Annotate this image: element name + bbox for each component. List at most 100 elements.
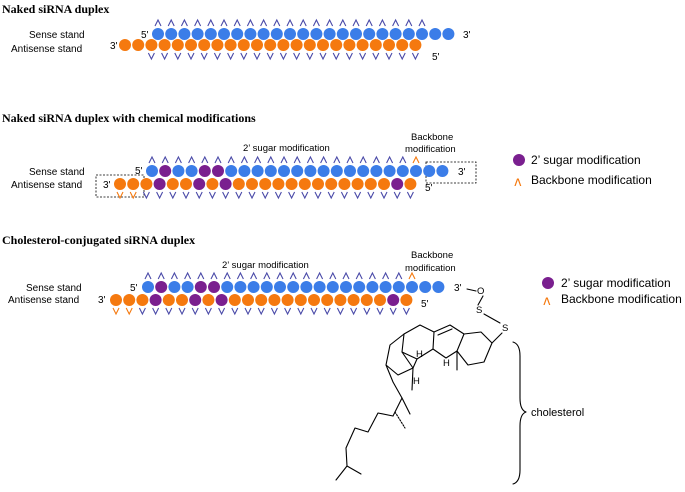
sense-nucleotide xyxy=(436,165,449,177)
panel-title: Naked siRNA duplex with chemical modific… xyxy=(2,111,256,125)
sense-nucleotide xyxy=(159,165,172,177)
antisense-backbone-mark xyxy=(138,307,146,316)
sense-nucleotide xyxy=(204,28,217,40)
cholesterol-label: cholesterol xyxy=(531,407,584,419)
cholesterol-structure: H H H xyxy=(335,324,493,481)
antisense-backbone-mark xyxy=(323,307,331,316)
sense-nucleotide xyxy=(423,165,436,177)
antisense-backbone-mark xyxy=(218,307,226,316)
linker-sulfur-2: S xyxy=(502,323,508,334)
antisense-backbone-mark xyxy=(270,307,278,316)
antisense-nucleotide xyxy=(202,294,215,306)
backbone-annotation-line1: Backbone xyxy=(411,132,453,143)
antisense-backbone-mark xyxy=(165,307,173,316)
antisense-nucleotide xyxy=(145,39,158,51)
antisense-nucleotide xyxy=(383,39,395,51)
antisense-nucleotide xyxy=(259,178,272,190)
sense-backbone-mark xyxy=(263,271,271,280)
antisense-backbone-mark xyxy=(142,191,150,200)
sense-nucleotide xyxy=(238,165,251,177)
antisense-backbone-mark xyxy=(350,307,358,316)
linker-sulfur-1: S xyxy=(476,305,482,316)
antisense-nucleotide xyxy=(317,39,329,51)
antisense-nucleotide xyxy=(153,178,166,190)
antisense-backbone-mark xyxy=(389,307,397,316)
sense-backbone-mark xyxy=(148,155,156,164)
antisense-backbone-mark xyxy=(336,307,344,316)
antisense-strand-label: Antisense stand xyxy=(8,295,79,306)
antisense-backbone-mark xyxy=(182,191,190,200)
antisense-nucleotide xyxy=(374,294,386,306)
antisense-nucleotide xyxy=(189,294,202,306)
sense-backbone-mark xyxy=(214,155,222,164)
sense-nucleotide xyxy=(172,165,185,177)
antisense-nucleotide xyxy=(224,39,237,51)
sense-nucleotide xyxy=(410,165,422,177)
sense-nucleotide xyxy=(300,281,313,293)
sense-nucleotide xyxy=(336,28,349,40)
legend-panel-2: 2’ sugar modification ʌ Backbone modific… xyxy=(513,153,652,190)
antisense-nucleotide xyxy=(272,178,285,190)
sense-backbone-mark xyxy=(293,155,301,164)
antisense-nucleotide xyxy=(351,178,364,190)
sense-backbone-mark xyxy=(240,155,248,164)
sense-strand-label: Sense stand xyxy=(29,167,85,178)
sense-nucleotide xyxy=(326,281,339,293)
antisense-backbone-mark xyxy=(129,191,137,200)
sense-nucleotide xyxy=(297,28,310,40)
stereo-h-3: H xyxy=(416,349,423,360)
antisense-backbone-mark xyxy=(411,52,419,61)
sense-nucleotide xyxy=(278,165,290,177)
panel-cholesterol-duplex: Cholesterol-conjugated siRNA duplex 2’ s… xyxy=(2,233,584,485)
sense-nucleotide xyxy=(442,28,455,40)
sense-backbone-mark xyxy=(289,271,297,280)
antisense-nucleotide xyxy=(356,39,369,51)
antisense-nucleotide xyxy=(185,39,197,51)
antisense-nucleotide xyxy=(206,178,219,190)
antisense-nucleotide xyxy=(343,39,356,51)
sense-nucleotide xyxy=(181,281,194,293)
sense-backbone-mark xyxy=(316,271,324,280)
sense-nucleotide xyxy=(419,281,432,293)
legend-backbone-label: Backbone modification xyxy=(531,173,652,187)
sense-nucleotide xyxy=(270,28,283,40)
sense-3prime-label: 3' xyxy=(454,283,462,294)
antisense-nucleotide xyxy=(119,39,131,51)
antisense-nucleotide xyxy=(312,178,324,190)
antisense-nucleotide xyxy=(369,39,382,51)
sense-backbone-mark xyxy=(365,18,373,27)
antisense-nucleotide xyxy=(211,39,224,51)
antisense-nucleotide xyxy=(162,294,175,306)
sense-backbone-mark xyxy=(326,18,334,27)
antisense-backbone-mark xyxy=(231,307,239,316)
antisense-nucleotide xyxy=(149,294,162,306)
sense-nucleotide xyxy=(344,165,356,177)
sense-backbone-mark xyxy=(408,271,416,280)
sense-nucleotide xyxy=(234,281,247,293)
antisense-backbone-mark xyxy=(372,52,380,61)
antisense-backbone-mark xyxy=(385,52,393,61)
antisense-backbone-mark xyxy=(359,52,367,61)
sense-strand-label: Sense stand xyxy=(26,283,82,294)
antisense-backbone-mark xyxy=(288,191,296,200)
sense-nucleotide xyxy=(155,281,168,293)
linker-oxygen: O xyxy=(477,286,484,297)
antisense-nucleotide xyxy=(251,39,263,51)
sense-nucleotide xyxy=(247,281,260,293)
panel-naked-duplex: Naked siRNA duplex Sense stand Antisense… xyxy=(2,2,471,63)
antisense-backbone-mark xyxy=(345,52,353,61)
antisense-nucleotide xyxy=(180,178,192,190)
antisense-nucleotide xyxy=(364,178,377,190)
sense-nucleotide xyxy=(194,281,207,293)
sense-backbone-mark xyxy=(355,271,363,280)
legend-sugar-swatch xyxy=(542,277,554,289)
antisense-nucleotide xyxy=(114,178,126,190)
antisense-backbone-mark xyxy=(257,307,265,316)
sense-backbone-mark xyxy=(280,155,288,164)
sense-nucleotide xyxy=(165,28,178,40)
antisense-backbone-mark xyxy=(398,52,406,61)
sense-backbone-mark xyxy=(276,271,284,280)
sense-nucleotide xyxy=(291,165,304,177)
antisense-nucleotide xyxy=(347,294,360,306)
panel-title: Naked siRNA duplex xyxy=(2,2,109,16)
